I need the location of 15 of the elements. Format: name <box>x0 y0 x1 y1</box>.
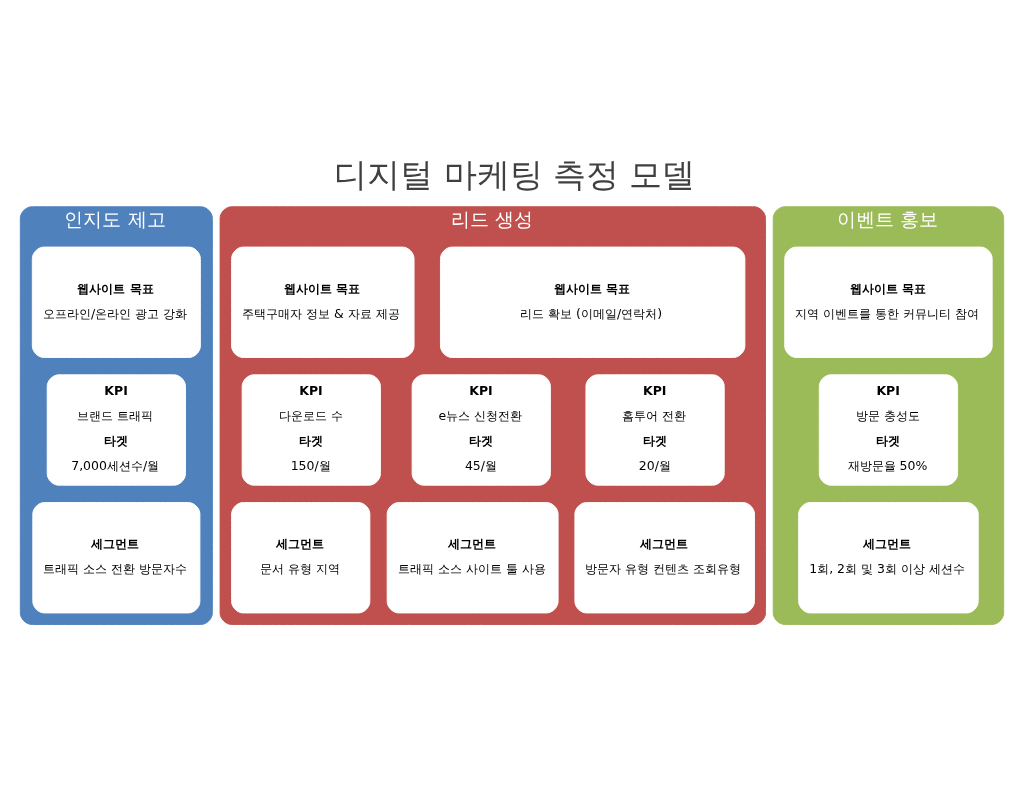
node-box: KPI 다운로드 수 타겟 150/월 <box>241 373 381 486</box>
node-box: KPI e뉴스 신청전환 타겟 45/월 <box>411 373 551 486</box>
node-box: KPI 홈투어 전환 타겟 20/월 <box>585 373 725 486</box>
node-box: 세그먼트 트래픽 소스 사이트 툴 사용 <box>386 501 559 613</box>
node-box: 세그먼트 1회, 2회 및 3회 이상 세션수 <box>798 501 979 613</box>
node-box: 웹사이트 목표 지역 이벤트를 통한 커뮤니티 참여 <box>784 246 993 358</box>
node-box: 세그먼트 방문자 유형 컨텐츠 조회유형 <box>574 501 755 613</box>
node-box: KPI 브랜드 트래픽 타겟 7,000세션수/월 <box>46 373 186 486</box>
diagram-title: 디지털 마케팅 측정 모델 <box>334 155 696 194</box>
node-box: 웹사이트 목표 주택구매자 정보 & 자료 제공 <box>231 246 415 358</box>
node-box: KPI 방문 충성도 타겟 재방문율 50% <box>818 373 959 486</box>
node-box: 세그먼트 문서 유형 지역 <box>231 501 371 613</box>
node-box: 웹사이트 목표 오프라인/온라인 광고 강화 <box>31 246 201 358</box>
node-box: 세그먼트 트래픽 소스 전환 방문자수 <box>32 501 201 613</box>
node-box: 웹사이트 목표 리드 확보 (이메일/연락처) <box>439 246 746 358</box>
